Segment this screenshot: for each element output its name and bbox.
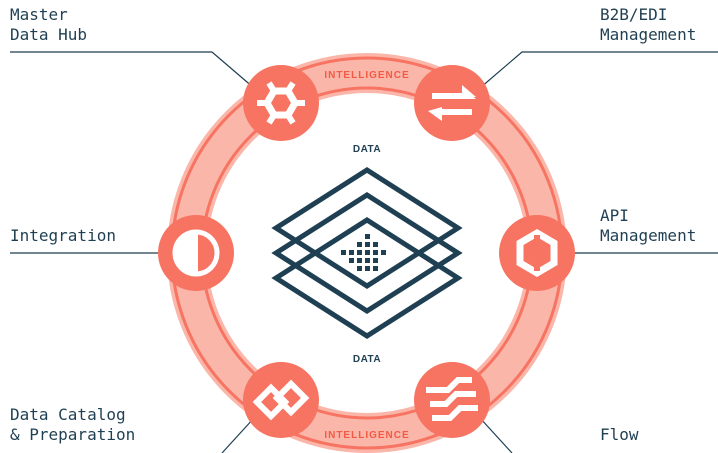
flow-waves-icon: [426, 377, 478, 421]
center-label-top: DATA: [353, 144, 381, 155]
chain-link-icon: [252, 379, 310, 421]
data-grid-dots: [341, 234, 386, 271]
data-layer-top: [271, 167, 463, 289]
ring-label-bottom: INTELLIGENCE: [324, 430, 409, 441]
node-api-management[interactable]: [499, 215, 575, 291]
label-flow: Flow: [600, 425, 639, 444]
label-master-data-hub: Master Data Hub: [10, 5, 87, 44]
hexagon-icon: [516, 228, 558, 278]
label-api-management: API Management: [600, 206, 696, 245]
half-circle-icon: [172, 229, 220, 277]
label-integration: Integration: [10, 226, 116, 245]
node-master-data-hub[interactable]: [243, 65, 319, 141]
leader-master-data-hub: [10, 51, 255, 89]
data-layer-middle: [271, 192, 463, 314]
center-label-bottom: DATA: [353, 354, 381, 365]
label-data-catalog: Data Catalog & Preparation: [10, 405, 135, 444]
node-flow[interactable]: [414, 362, 490, 438]
node-integration[interactable]: [158, 215, 234, 291]
node-data-catalog[interactable]: [243, 362, 319, 438]
leader-data-catalog: [221, 417, 255, 453]
leader-flow: [479, 417, 513, 453]
label-b2b-edi: B2B/EDI Management: [600, 5, 696, 44]
leader-b2b-edi: [479, 51, 718, 89]
hexagon-gear-icon: [257, 81, 305, 125]
node-b2b-edi[interactable]: [414, 65, 490, 141]
data-stack-icon: [271, 167, 463, 339]
exchange-arrows-icon: [428, 85, 476, 121]
data-layer-bottom: [271, 217, 463, 339]
leader-lines: [10, 51, 718, 453]
ring-label-top: INTELLIGENCE: [324, 70, 409, 81]
